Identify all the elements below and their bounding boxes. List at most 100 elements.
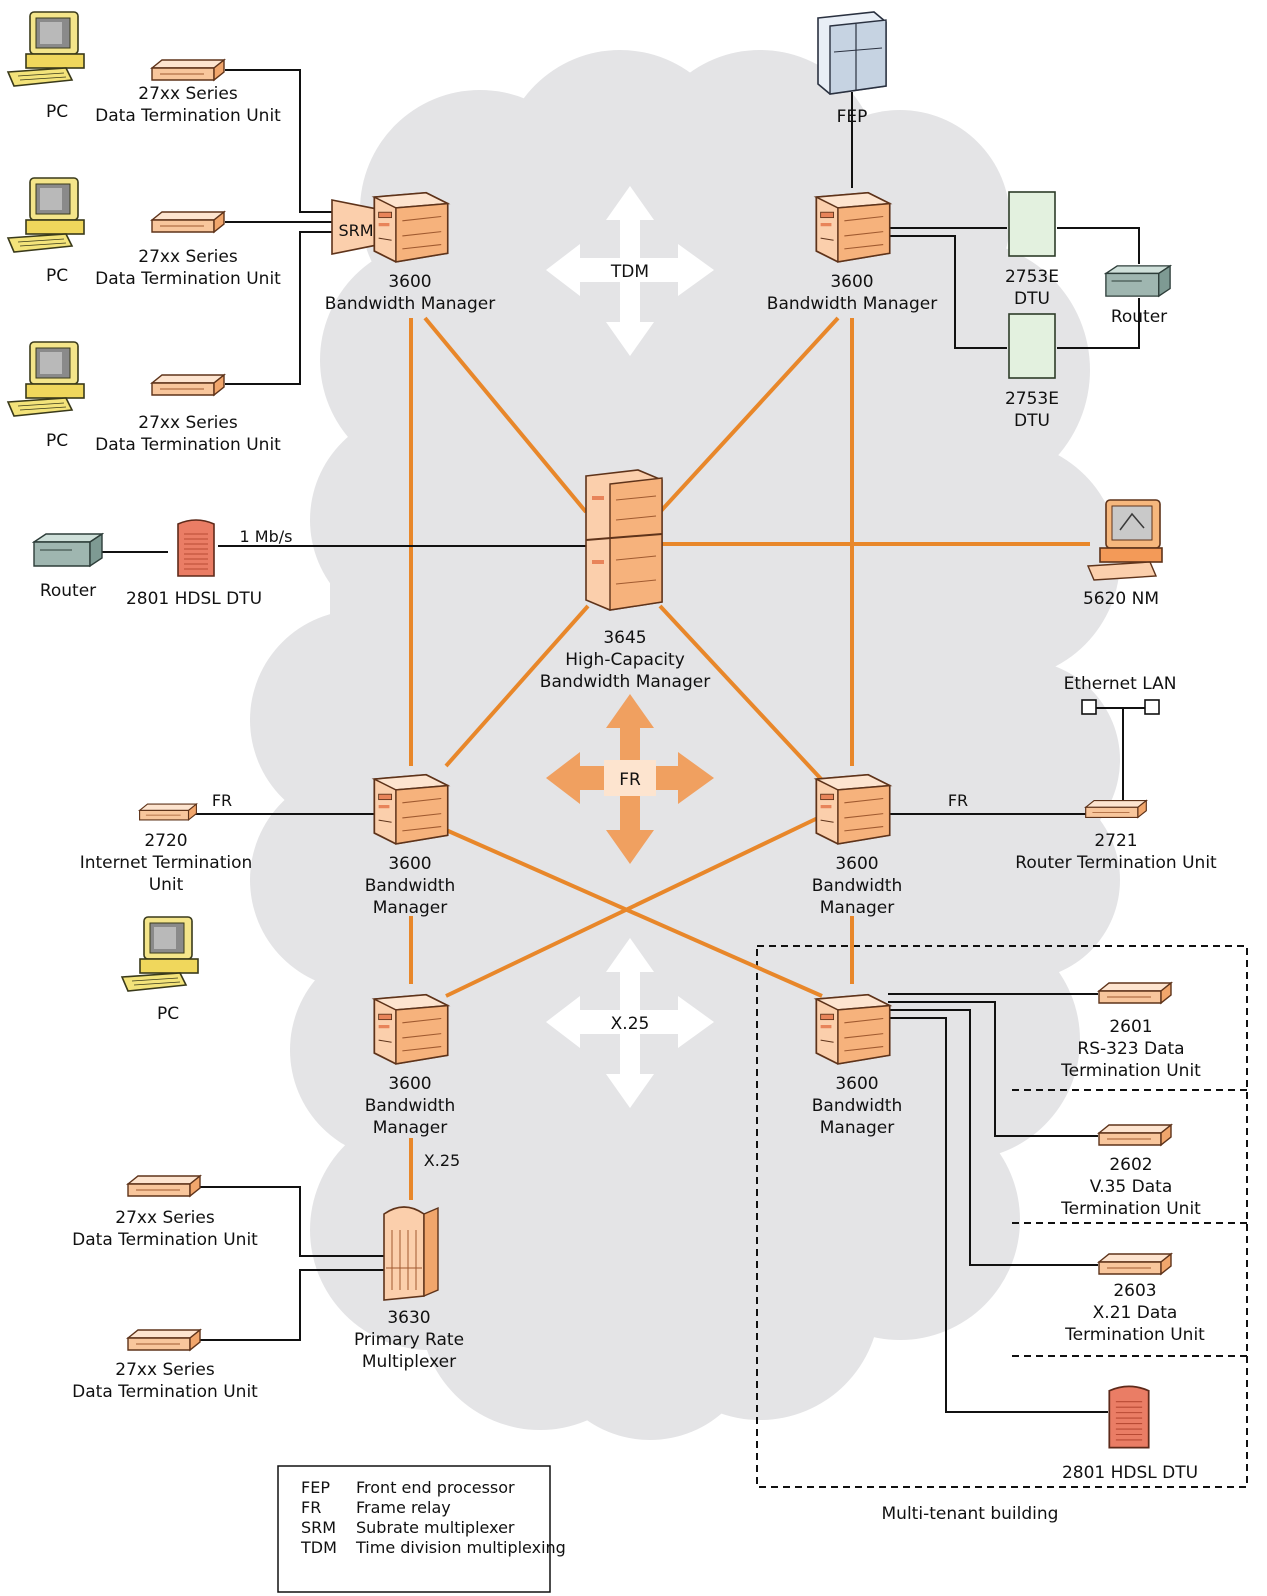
pc-3-icon xyxy=(7,341,85,417)
bandwidth-manager-bl-icon xyxy=(373,993,449,1065)
hdsl-dtu-left-icon xyxy=(177,519,215,577)
itu-label-line3: Unit xyxy=(149,875,184,895)
x25-arrows-icon xyxy=(546,938,714,1108)
bm-br-label-line1: 3600 xyxy=(835,1074,878,1094)
fr-right-label: FR xyxy=(948,791,968,810)
dtu-1-icon xyxy=(151,59,225,81)
dtu-3-label-line1: 27xx Series xyxy=(138,413,238,433)
itu-label-line2: Internet Termination xyxy=(80,853,253,873)
unit-2601-label-line2: RS-323 Data xyxy=(1077,1039,1184,1059)
unit-2601-label-line1: 2601 xyxy=(1109,1017,1152,1037)
router-right-icon xyxy=(1105,265,1171,297)
dtu-5-label-line1: 27xx Series xyxy=(115,1360,215,1380)
unit-2602-label-line1: 2602 xyxy=(1109,1155,1152,1175)
bandwidth-manager-tr-icon xyxy=(815,191,891,263)
fr-left-label: FR xyxy=(212,791,232,810)
nm-label: 5620 NM xyxy=(1083,589,1159,609)
unit-2601-icon xyxy=(1098,982,1172,1004)
legend-box xyxy=(277,1465,551,1593)
bm-bl-label-line1: 3600 xyxy=(388,1074,431,1094)
bm-br-label-line3: Manager xyxy=(820,1118,895,1138)
router-right-label: Router xyxy=(1111,307,1167,327)
dtu-3-label-line2: Data Termination Unit xyxy=(95,435,281,455)
legend-row: FR Frame relay xyxy=(301,1498,451,1517)
access-links xyxy=(100,69,1152,1413)
router-termination-unit-icon xyxy=(1085,799,1147,819)
trunk-links xyxy=(409,316,1090,1200)
dtu-2753e-a-label-line1: 2753E xyxy=(1005,267,1059,287)
itu-label-line1: 2720 xyxy=(144,831,187,851)
bandwidth-manager-ml-icon xyxy=(373,773,449,845)
legend-abbr: SRM xyxy=(301,1518,336,1537)
dtu-5-icon xyxy=(127,1329,201,1351)
primary-rate-multiplexer-icon xyxy=(383,1206,439,1301)
hc-label-line3: Bandwidth Manager xyxy=(540,672,710,692)
pc-4-label: PC xyxy=(157,1004,179,1024)
rate-label: 1 Mb/s xyxy=(240,527,293,546)
multi-tenant-building-box xyxy=(756,945,1248,1488)
legend-text: Time division multiplexing xyxy=(355,1538,566,1557)
legend-row: FEP Front end processor xyxy=(301,1478,515,1497)
bm-br-label-line2: Bandwidth xyxy=(812,1096,903,1116)
bm-tl-label-line1: 3600 xyxy=(388,272,431,292)
legend-text: Frame relay xyxy=(356,1498,451,1517)
bandwidth-manager-tl-icon xyxy=(373,191,449,263)
legend-text: Front end processor xyxy=(356,1478,515,1497)
fep-cabinet-icon xyxy=(817,11,887,95)
router-left-icon xyxy=(33,533,103,567)
prm-label-line2: Primary Rate xyxy=(354,1330,464,1350)
prm-label-line3: Multiplexer xyxy=(362,1352,456,1372)
legend-row: SRM Subrate multiplexer xyxy=(301,1518,515,1537)
rtu-label-line1: 2721 xyxy=(1094,831,1137,851)
high-capacity-bandwidth-manager-icon xyxy=(585,469,663,611)
pc-4-icon xyxy=(121,916,199,992)
unit-2602-icon xyxy=(1098,1124,1172,1146)
network-cloud xyxy=(250,50,1120,1440)
pc-2-label: PC xyxy=(46,266,68,286)
hdsl-dtu-right-icon xyxy=(1108,1385,1150,1449)
ethernet-lan-icon xyxy=(1081,699,1160,715)
bm-mr-label-line2: Bandwidth xyxy=(812,876,903,896)
x25-link-label: X.25 xyxy=(424,1151,460,1170)
pc-1-label: PC xyxy=(46,102,68,122)
fep-label: FEP xyxy=(837,107,868,127)
unit-2603-label-line3: Termination Unit xyxy=(1064,1325,1205,1345)
prm-label-line1: 3630 xyxy=(387,1308,430,1328)
unit-2602-label-line2: V.35 Data xyxy=(1090,1177,1172,1197)
pc-1-icon xyxy=(7,11,85,87)
legend-text: Subrate multiplexer xyxy=(356,1518,515,1537)
x25-center-label: X.25 xyxy=(611,1014,650,1034)
hc-label-line2: High-Capacity xyxy=(565,650,685,670)
unit-2601-label-line3: Termination Unit xyxy=(1060,1061,1201,1081)
dtu-4-label-line1: 27xx Series xyxy=(115,1208,215,1228)
dtu-2-label-line1: 27xx Series xyxy=(138,247,238,267)
tdm-label: TDM xyxy=(610,262,649,282)
dtu-2-icon xyxy=(151,211,225,233)
dtu-1-label-line1: 27xx Series xyxy=(138,84,238,104)
bm-bl-label-line2: Bandwidth xyxy=(365,1096,456,1116)
hdsl-right-label: 2801 HDSL DTU xyxy=(1062,1463,1198,1483)
router-left-label: Router xyxy=(40,581,96,601)
pc-2-icon xyxy=(7,177,85,253)
bm-tr-label-line1: 3600 xyxy=(830,272,873,292)
bm-mr-label-line3: Manager xyxy=(820,898,895,918)
srm-label: SRM xyxy=(338,221,373,240)
tdm-arrows-icon xyxy=(546,186,714,356)
dtu-2753e-b-label-line2: DTU xyxy=(1014,411,1050,431)
legend: FEP Front end processor FR Frame relay S… xyxy=(300,1478,566,1557)
unit-2603-icon xyxy=(1098,1253,1172,1275)
dtu-3-icon xyxy=(151,374,225,396)
ethernet-lan-label: Ethernet LAN xyxy=(1064,674,1177,694)
bm-tr-label-line2: Bandwidth Manager xyxy=(767,294,937,314)
bandwidth-manager-mr-icon xyxy=(815,773,891,845)
unit-2603-label-line1: 2603 xyxy=(1113,1281,1156,1301)
fr-center-label: FR xyxy=(619,770,641,790)
legend-abbr: FR xyxy=(301,1498,321,1517)
legend-abbr: TDM xyxy=(300,1538,337,1557)
dtu-5-label-line2: Data Termination Unit xyxy=(72,1382,258,1402)
bm-bl-label-line3: Manager xyxy=(373,1118,448,1138)
dtu-2753e-a-label-line2: DTU xyxy=(1014,289,1050,309)
unit-2602-label-line3: Termination Unit xyxy=(1060,1199,1201,1219)
bm-ml-label-line1: 3600 xyxy=(388,854,431,874)
